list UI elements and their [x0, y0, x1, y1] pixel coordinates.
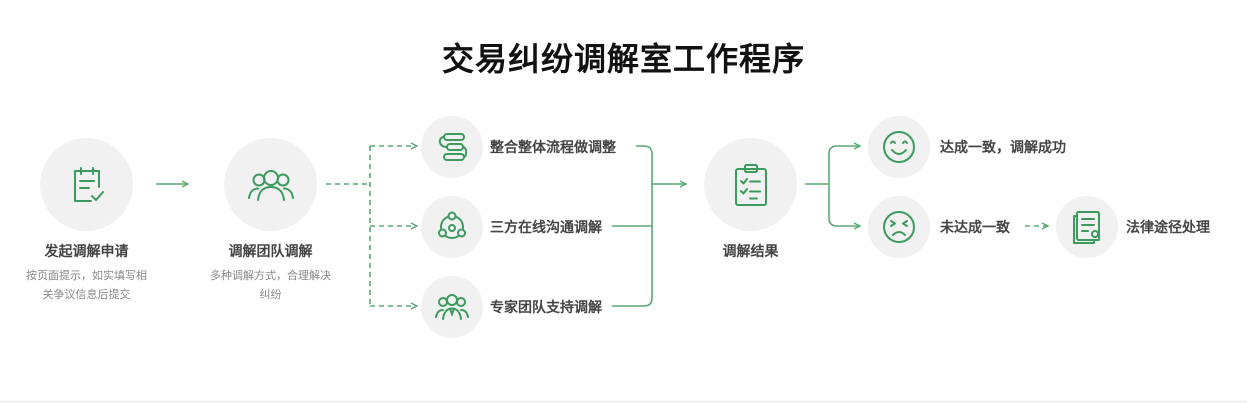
- page-title: 交易纠纷调解室工作程序: [441, 40, 805, 78]
- success-outcome-label: 达成一致，调解成功: [940, 140, 1066, 156]
- bottom-divider: [0, 401, 1247, 402]
- method-1-circle: [421, 116, 483, 178]
- expert-team-icon: [435, 294, 469, 320]
- result-step-label: 调解结果: [722, 244, 779, 260]
- legal-outcome-label: 法律途径处理: [1126, 220, 1210, 236]
- apply-step-circle: [40, 138, 133, 231]
- frown-face-icon: [883, 211, 915, 243]
- smile-face-icon: [883, 131, 915, 163]
- fail-outcome-circle: [868, 196, 930, 258]
- method-1-label: 整合整体流程做调整: [490, 140, 616, 156]
- legal-outcome-circle: [1056, 196, 1118, 258]
- method-2-label: 三方在线沟通调解: [490, 220, 602, 236]
- team-step-circle: [224, 138, 317, 231]
- dashed-branch-connector: [326, 146, 417, 306]
- method-3-label: 专家团队支持调解: [490, 300, 602, 316]
- merge-bracket-connector: [612, 145, 686, 307]
- success-outcome-circle: [868, 116, 930, 178]
- result-clipboard-icon: [734, 163, 767, 206]
- outcome-fork-connector: [805, 146, 860, 226]
- method-3-circle: [421, 276, 483, 338]
- team-desc-line2: 纠纷: [259, 288, 282, 301]
- team-desc-line1: 多种调解方式，合理解决: [210, 269, 331, 282]
- result-step-circle: [704, 138, 797, 231]
- team-people-icon: [247, 169, 294, 201]
- apply-step-description: 按页面提示，如实填写相 关争议信息后提交: [16, 266, 157, 304]
- team-step-description: 多种调解方式，合理解决 纠纷: [200, 266, 341, 304]
- apply-desc-line1: 按页面提示，如实填写相: [26, 269, 147, 282]
- process-flow-icon: [438, 133, 468, 161]
- three-party-network-icon: [438, 211, 466, 239]
- method-2-circle: [421, 196, 483, 258]
- apply-step-label: 发起调解申请: [44, 244, 129, 260]
- legal-document-icon: [1073, 211, 1100, 244]
- application-form-icon: [73, 166, 104, 202]
- apply-desc-line2: 关争议信息后提交: [42, 288, 131, 301]
- team-step-label: 调解团队调解: [228, 244, 313, 260]
- fail-outcome-label: 未达成一致: [940, 220, 1010, 236]
